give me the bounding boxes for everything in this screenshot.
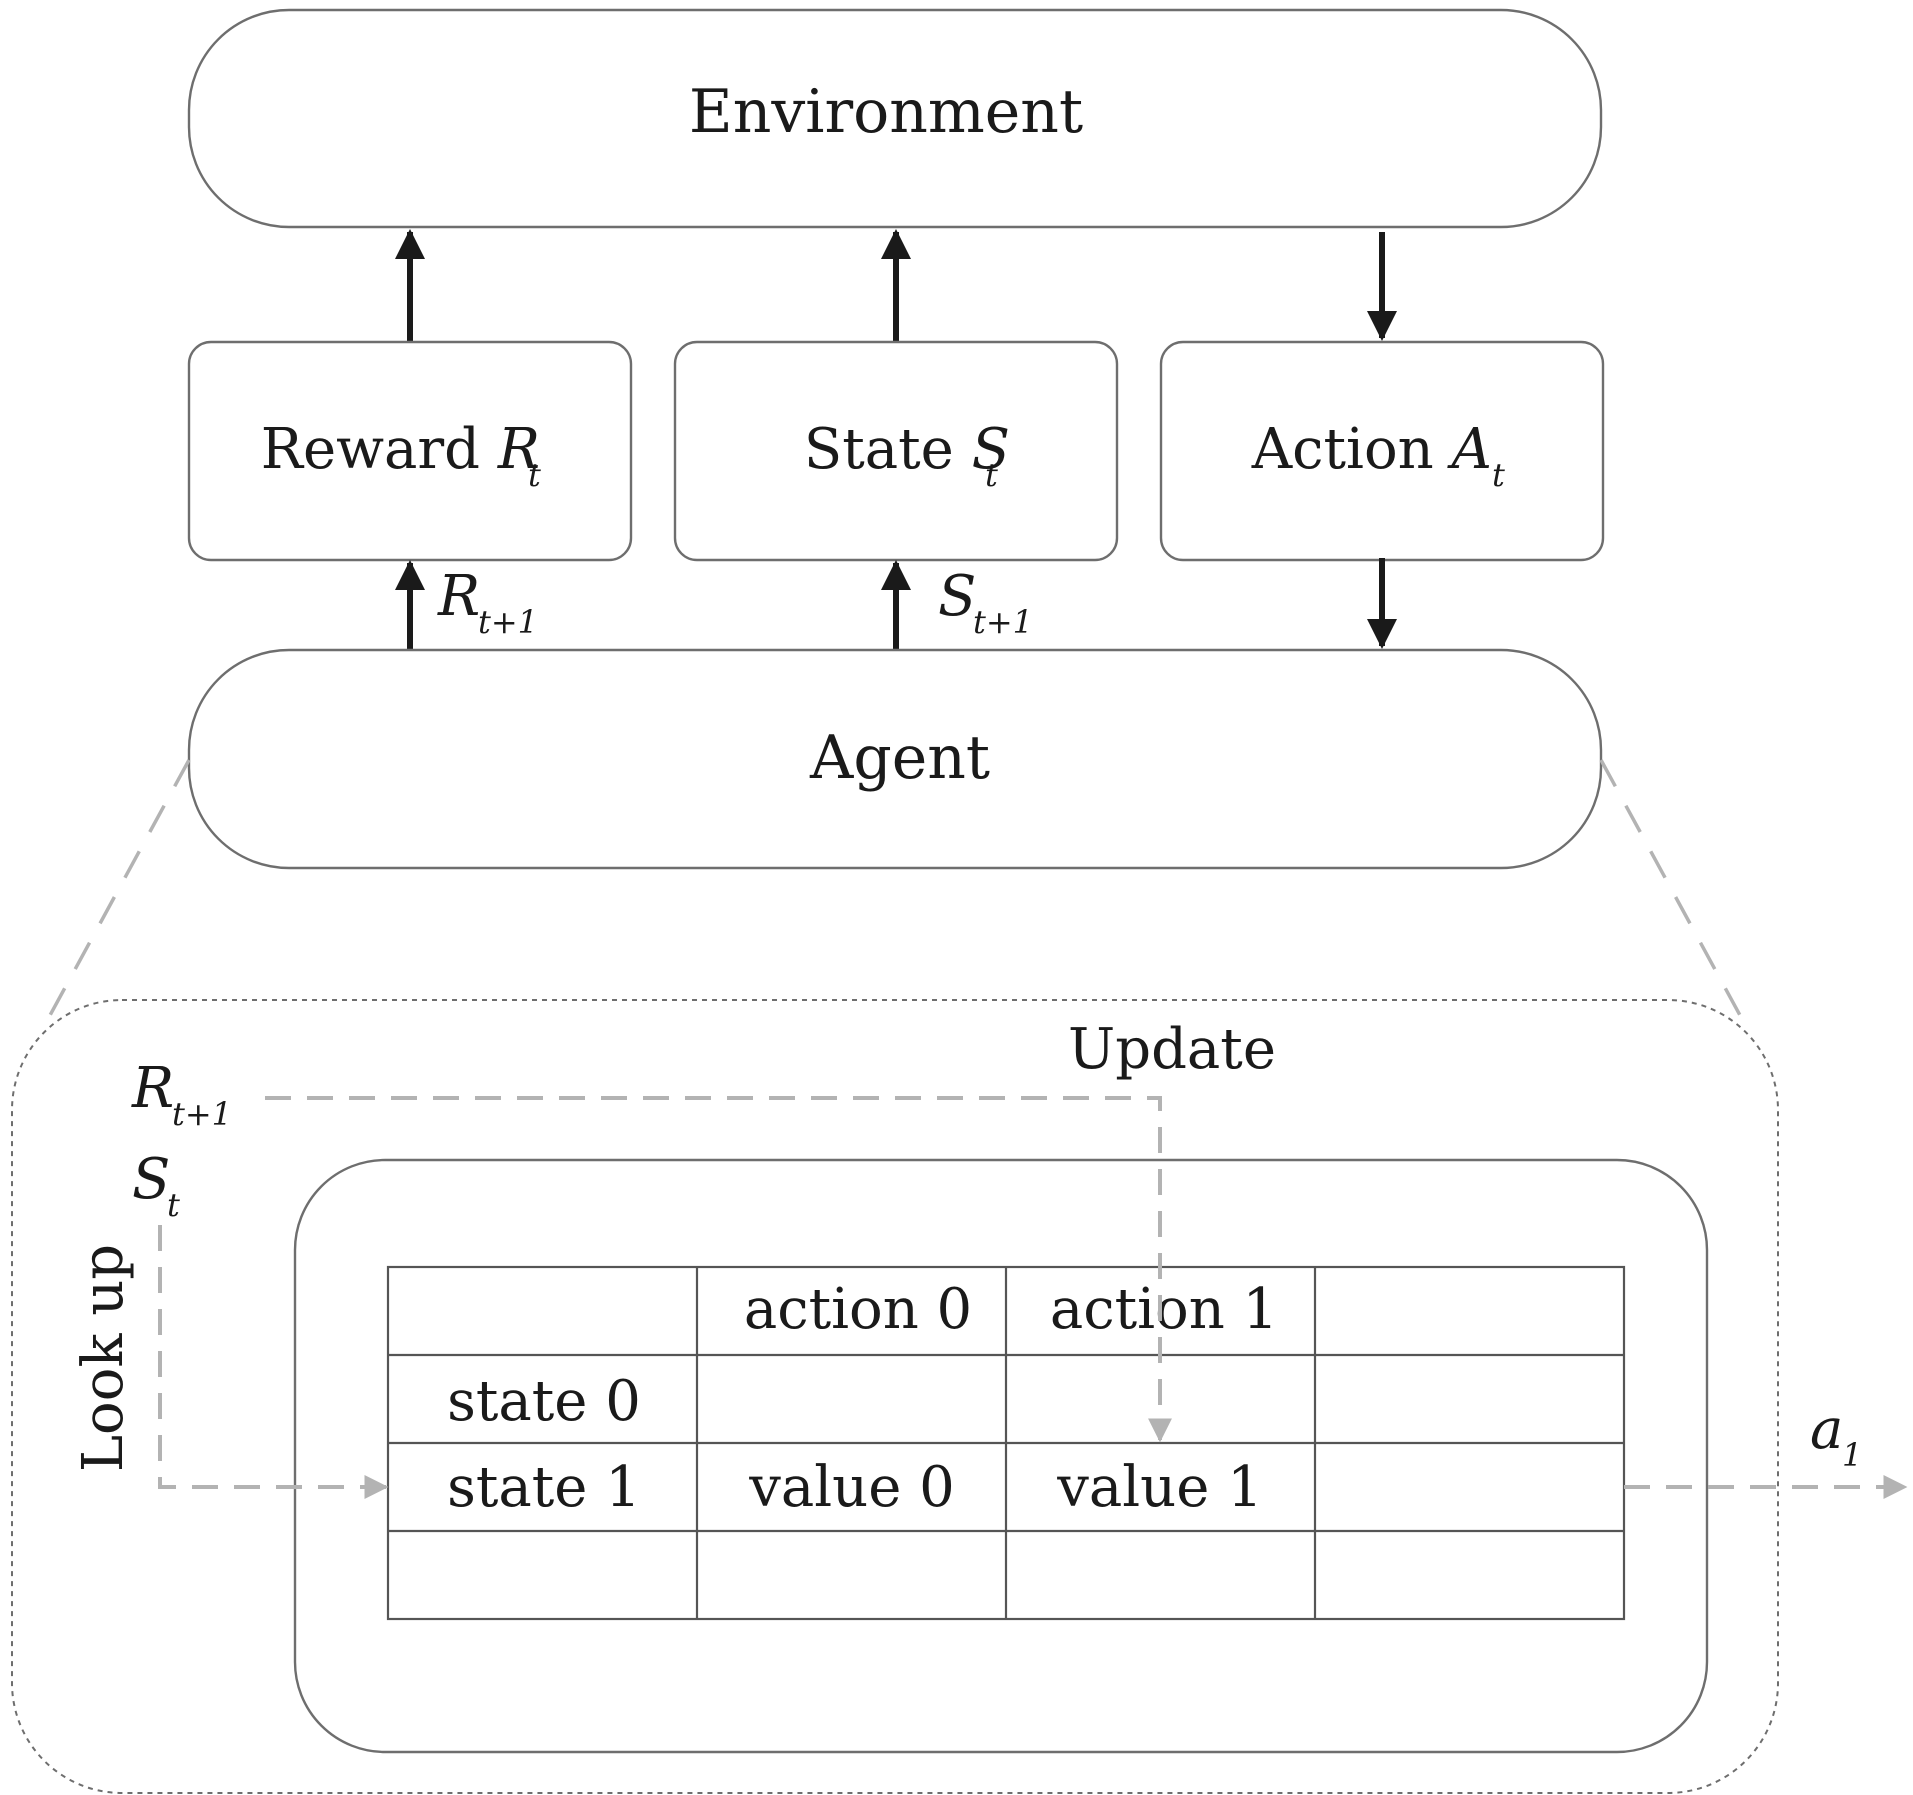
action-box-label: Action A (1251, 417, 1492, 482)
state-box-label: State S (804, 417, 1010, 482)
state-box-subscript: t (985, 456, 998, 494)
environment-box (187, 8, 1603, 229)
detail-state-input-subscript: t (167, 1186, 180, 1224)
action-box-subscript: t (1492, 456, 1505, 494)
detail-reward-input-subscript: t+1 (172, 1095, 232, 1133)
state-next-label: S (938, 564, 976, 629)
q-table: action 0 action 1 state 0 state 1 value … (386, 1265, 1626, 1621)
agent-detail-container (11, 999, 1779, 1794)
agent-box (187, 648, 1603, 870)
zoom-line-right (1599, 759, 1750, 1031)
detail-reward-input-label: R (131, 1056, 174, 1121)
zoom-line-left (40, 759, 191, 1031)
lookup-label: Look up (71, 1244, 136, 1472)
environment-label: Environment (689, 77, 1083, 147)
output-action-subscript: 1 (1842, 1436, 1862, 1474)
reward-box-subscript: t (528, 456, 541, 494)
state-next-subscript: t+1 (973, 603, 1033, 641)
q-table-state-1: state 1 (447, 1455, 641, 1520)
reward-next-label: R (437, 564, 480, 629)
output-action-label: a (1810, 1397, 1843, 1462)
reward-box-label: Reward R (261, 417, 540, 482)
q-table-state-0: state 0 (447, 1369, 641, 1434)
reward-next-subscript: t+1 (478, 603, 538, 641)
q-table-panel (293, 1158, 1709, 1754)
q-table-header-action-1: action 1 (1050, 1277, 1278, 1342)
update-label: Update (1068, 1017, 1276, 1082)
lookup-path-arrow (158, 1225, 389, 1499)
detail-state-input-label: S (132, 1147, 170, 1212)
q-table-header-action-0: action 0 (744, 1277, 972, 1342)
q-table-value-0: value 0 (748, 1455, 955, 1520)
agent-label: Agent (809, 723, 990, 793)
update-path-arrow (265, 1096, 1172, 1443)
q-table-value-1: value 1 (1056, 1455, 1263, 1520)
